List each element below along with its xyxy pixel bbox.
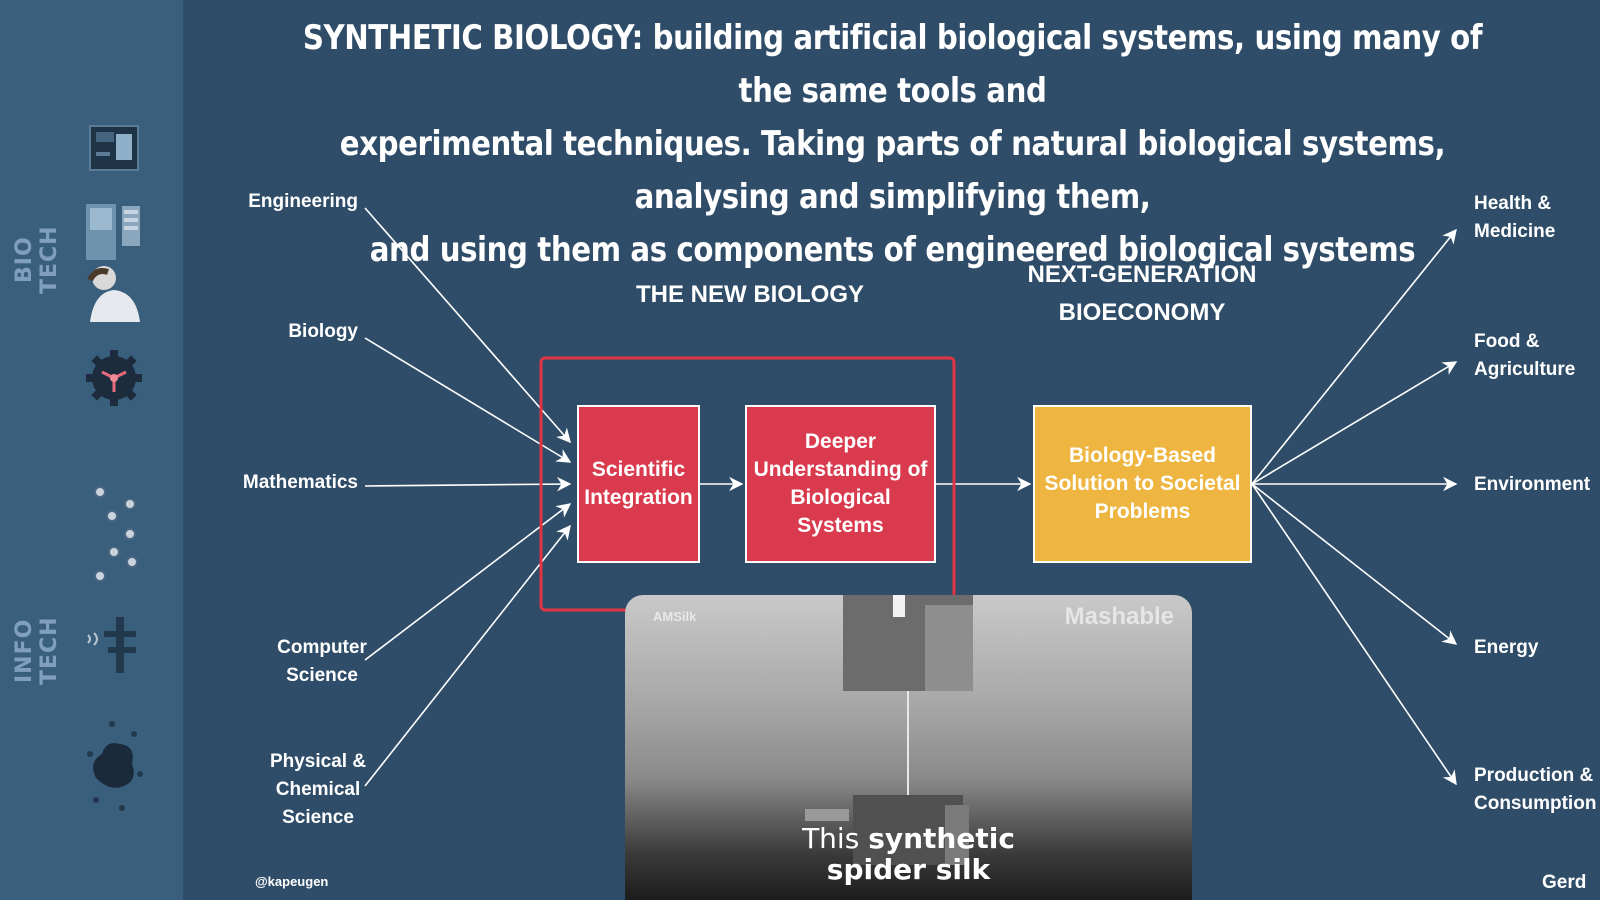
bioeconomy-heading-line1: NEXT-GENERATION <box>1027 261 1257 288</box>
bioeconomy-heading: NEXT-GENERATION BIOECONOMY <box>1012 256 1272 332</box>
network-nodes-icon <box>82 484 146 584</box>
arrow-physical-chemical <box>364 524 571 787</box>
amsilk-watermark: AMSilk <box>653 609 697 624</box>
input-physical-chemical-line3: Science <box>282 807 354 828</box>
input-biology: Biology <box>288 321 358 342</box>
deeper-understanding-box: Deeper Understanding of Biological Syste… <box>745 405 936 563</box>
arrow-computer-science <box>364 503 572 661</box>
cloud-network-icon <box>82 716 146 816</box>
input-computer-science-line2: Science <box>286 665 358 686</box>
sidebar: BIO TECH INFO TECH <box>0 0 183 900</box>
input-computer-science-line1: Computer <box>277 637 367 658</box>
arrow-energy <box>1251 483 1458 645</box>
title-line-2: experimental techniques. Taking parts of… <box>339 124 1446 217</box>
bioeconomy-heading-line2: BIOECONOMY <box>1058 299 1226 326</box>
scientific-integration-line1: Scientific <box>591 458 686 481</box>
arrow-biology <box>364 337 572 463</box>
deeper-understanding-line3: Biological Systems <box>790 486 891 537</box>
satellite-icon <box>82 610 146 680</box>
page-title: SYNTHETIC BIOLOGY: building artificial b… <box>293 12 1493 277</box>
title-line-1: SYNTHETIC BIOLOGY: building artificial b… <box>302 18 1483 111</box>
output-health-medicine: Health & Medicine <box>1474 190 1594 246</box>
arrow-engineering <box>364 207 571 444</box>
societal-solution-box: Biology-Based Solution to Societal Probl… <box>1033 405 1252 563</box>
video-player[interactable]: AMSilk Mashable This synthetic spider si… <box>625 595 1192 900</box>
printer-icon <box>82 120 146 176</box>
output-health-line1: Health & <box>1474 193 1552 214</box>
input-computer-science: Computer Science <box>262 634 382 690</box>
societal-solution-line2: Solution to Societal <box>1044 472 1241 495</box>
output-production-consumption: Production & Consumption <box>1474 762 1599 818</box>
deeper-understanding-line2: Understanding of <box>753 458 928 481</box>
author-credit: @kapeugen <box>255 874 329 889</box>
arrow-health <box>1251 228 1457 485</box>
arrow-production <box>1251 483 1457 786</box>
mashable-watermark: Mashable <box>1064 603 1174 630</box>
caption-word-this: This <box>802 822 869 855</box>
input-engineering: Engineering <box>248 191 358 212</box>
deeper-understanding-line1: Deeper <box>804 430 877 453</box>
caption-word-synthetic: synthetic <box>868 822 1015 855</box>
video-caption: This synthetic spider silk <box>625 823 1192 885</box>
caption-line-2: spider silk <box>826 853 991 886</box>
arrow-food <box>1251 361 1458 485</box>
input-physical-chemical-line2: Chemical <box>275 779 361 800</box>
input-mathematics: Mathematics <box>242 472 358 493</box>
title-line-3: and using them as components of engineer… <box>369 230 1416 270</box>
output-production-line1: Production & <box>1474 765 1594 786</box>
output-food-agriculture: Food & Agriculture <box>1474 328 1594 384</box>
output-food-line2: Agriculture <box>1474 359 1576 380</box>
new-biology-heading: THE NEW BIOLOGY <box>636 281 864 308</box>
video-frame <box>805 595 973 865</box>
brand-logo: Gerd <box>1542 872 1587 893</box>
gear-molecule-icon <box>82 346 146 410</box>
scientific-integration-line2: Integration <box>584 486 693 509</box>
societal-solution-line1: Biology-Based <box>1068 444 1216 467</box>
output-food-line1: Food & <box>1474 331 1540 352</box>
scientific-integration-box: Scientific Integration <box>577 405 700 563</box>
lab-scientist-icon <box>82 200 146 324</box>
output-energy: Energy <box>1474 637 1539 658</box>
output-production-line2: Consumption <box>1474 793 1597 814</box>
output-health-line2: Medicine <box>1474 221 1556 242</box>
input-physical-chemical-line1: Physical & <box>269 751 367 772</box>
societal-solution-line3: Problems <box>1094 500 1191 523</box>
input-physical-chemical: Physical & Chemical Science <box>258 748 378 832</box>
output-environment: Environment <box>1474 474 1591 495</box>
arrow-mathematics <box>364 476 572 492</box>
